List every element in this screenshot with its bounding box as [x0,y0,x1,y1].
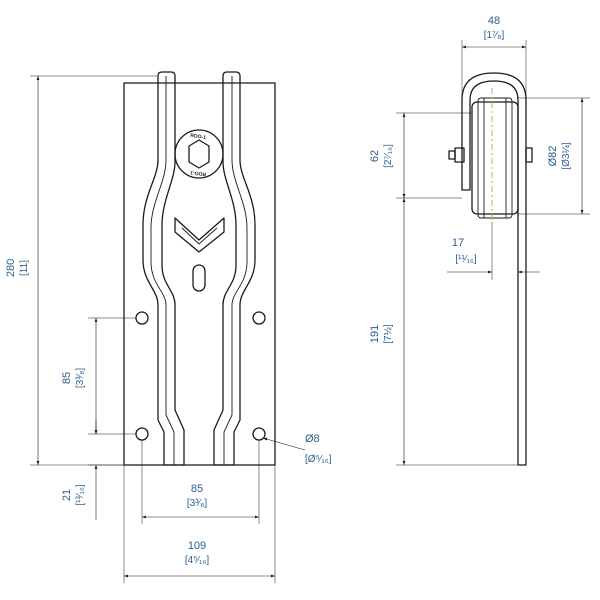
svg-text:ROO-1: ROO-1 [190,169,207,177]
front-view: ROO-1 ROO-1 [123,71,276,466]
dim-offset-inch: [¹¹⁄₁₆] [455,254,477,265]
dim-wheel-width-mm: 48 [488,15,500,27]
dim-wheel-dia-inch: [Ø3¼] [560,142,572,169]
dim-hole-bottom: 21 [¹³⁄₁₆] [61,420,124,520]
mount-hole-bottom-left [135,427,149,441]
dim-hanger-lower: 191 [7½] [369,198,518,466]
dim-hanger-upper-inch: [2⁷⁄₁₆] [383,144,394,168]
right-hanger-strap [213,71,256,466]
dim-width-inch: [4⁵⁄₁₆] [185,555,210,566]
dim-hole-dia-mm: Ø8 [305,433,320,445]
stamp-text: ROO-1 [190,133,207,141]
dim-hole-vertical: 85 [3³⁄₈] [61,317,136,435]
dim-hole-bottom-inch: [¹³⁄₁₆] [75,484,86,506]
dim-hole-vertical-inch: [3³⁄₈] [75,368,86,388]
dim-wheel-width-inch: [1⁷⁄₈] [484,30,505,41]
left-hanger-strap [142,71,185,466]
dim-hole-spacing: 85 [3³⁄₈] [141,440,260,524]
dim-height: 280 [11] [5,75,158,466]
dim-height-mm: 280 [5,259,17,277]
dim-hole-spacing-inch: [3³⁄₈] [187,498,207,509]
dim-hanger-upper: 62 [2⁷⁄₁₆] [369,112,472,199]
dim-hanger-lower-mm: 191 [369,325,381,343]
mounting-plate [123,82,276,466]
dim-offset-mm: 17 [452,237,464,249]
dim-hole-vertical-mm: 85 [61,372,73,384]
dim-hole-spacing-mm: 85 [191,483,203,495]
side-view [448,72,533,466]
dim-wheel-width: 48 [1⁷⁄₈] [461,15,527,96]
dim-wheel-dia: Ø82 [Ø3¼] [518,97,590,215]
dim-hanger-upper-mm: 62 [369,150,381,162]
mount-hole-top-right [252,311,266,325]
side-wheel [471,97,519,219]
dim-hole-bottom-mm: 21 [61,489,73,501]
dim-wheel-dia-mm: Ø82 [547,146,559,167]
dim-hanger-lower-inch: [7½] [383,324,394,344]
dim-width-mm: 109 [188,540,206,552]
dim-hole-dia-inch: [Ø⁵⁄₁₆] [305,454,332,465]
adjust-slot [192,264,206,292]
chevron-mark [174,217,225,253]
dim-hole-dia: Ø8 [Ø⁵⁄₁₆] [262,433,332,465]
dim-offset: 17 [¹¹⁄₁₆] [447,222,540,280]
wheel-bolt: ROO-1 ROO-1 [174,129,224,179]
mount-hole-top-left [135,311,149,325]
side-axle-bolt [448,147,533,163]
dim-width: 109 [4⁵⁄₁₆] [123,465,276,583]
dim-height-inch: [11] [19,260,30,276]
